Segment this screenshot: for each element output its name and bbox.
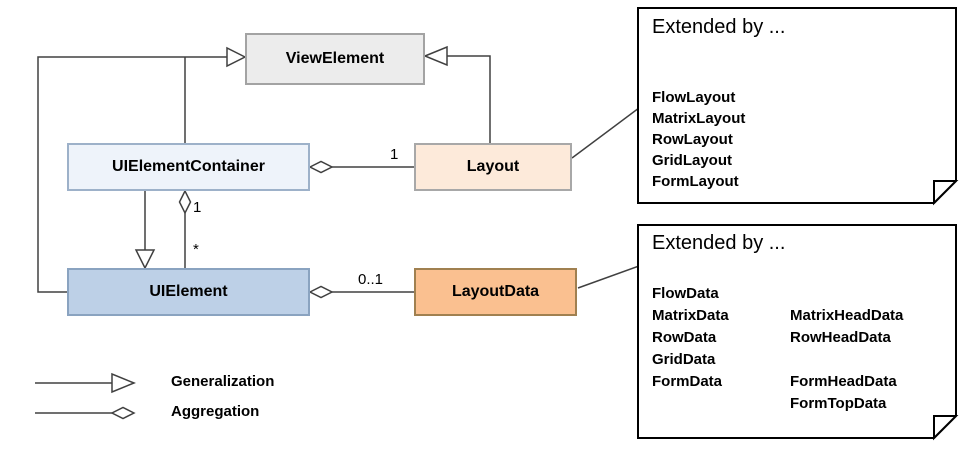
multiplicity-container-uielement-source: 1 xyxy=(193,199,202,216)
note-item: GridData xyxy=(652,351,716,368)
note-bottom-row: FlowData xyxy=(652,283,948,305)
generalization-line-uielement-viewelement xyxy=(37,56,227,293)
note-bottom: Extended by ... FlowData MatrixData Matr… xyxy=(652,232,948,415)
note-item xyxy=(652,393,790,415)
legend-aggregation-label: Aggregation xyxy=(171,403,260,420)
class-box-uielement: UIElement xyxy=(67,268,310,316)
class-label-viewelement: ViewElement xyxy=(285,50,385,67)
note-bottom-fold-icon xyxy=(933,415,959,441)
note-bottom-items: FlowData MatrixData MatrixHeadData RowDa… xyxy=(652,283,948,415)
note-top-heading: Extended by ... xyxy=(652,16,786,38)
note-connector-layoutdata xyxy=(577,265,640,289)
note-top-item: RowLayout xyxy=(652,131,733,148)
note-bottom-row: FormData FormHeadData xyxy=(652,371,948,393)
note-bottom-heading: Extended by ... xyxy=(652,232,786,254)
multiplicity-uielement-layoutdata: 0..1 xyxy=(358,271,384,288)
note-bottom-row: MatrixData MatrixHeadData xyxy=(652,305,948,327)
class-label-layoutdata: LayoutData xyxy=(451,283,540,300)
multiplicity-container-layout: 1 xyxy=(390,146,399,163)
note-top: Extended by ... FlowLayout MatrixLayout … xyxy=(652,16,944,192)
class-label-uielement: UIElement xyxy=(149,283,228,300)
class-label-layout: Layout xyxy=(466,158,520,175)
note-item: FormHeadData xyxy=(790,373,897,390)
generalization-arrowhead-uielement xyxy=(134,249,156,270)
note-bottom-row: GridData xyxy=(652,349,948,371)
aggregation-diamond-uielement-layoutdata xyxy=(308,285,334,299)
note-top-items: FlowLayout MatrixLayout RowLayout GridLa… xyxy=(652,87,944,192)
generalization-arrowhead-viewelement-left xyxy=(226,46,247,68)
legend-generalization-label: Generalization xyxy=(171,373,275,390)
note-connector-layout xyxy=(571,107,640,159)
aggregation-diamond-container-layout xyxy=(308,160,334,174)
note-top-fold-icon xyxy=(933,180,959,206)
class-box-layoutdata: LayoutData xyxy=(414,268,577,316)
class-box-viewelement: ViewElement xyxy=(245,33,425,85)
note-item: MatrixHeadData xyxy=(790,307,904,324)
generalization-line-layout-viewelement xyxy=(447,55,491,143)
note-item: FormData xyxy=(652,373,723,390)
note-top-item: FormLayout xyxy=(652,173,739,190)
note-top-item: MatrixLayout xyxy=(652,110,746,127)
note-item: MatrixData xyxy=(652,307,729,324)
class-box-layout: Layout xyxy=(414,143,572,191)
multiplicity-container-uielement-target: * xyxy=(193,241,199,258)
class-label-uielementcontainer: UIElementContainer xyxy=(112,158,265,175)
aggregation-diamond-container-uielement xyxy=(178,189,192,215)
note-item: RowHeadData xyxy=(790,329,891,346)
note-item: FlowData xyxy=(652,285,719,302)
note-top-item: GridLayout xyxy=(652,152,733,169)
class-box-uielementcontainer: UIElementContainer xyxy=(67,143,310,191)
legend-aggregation-diamond-icon xyxy=(110,406,136,420)
legend-generalization-arrowhead-icon xyxy=(111,372,136,394)
generalization-arrowhead-viewelement-right xyxy=(423,45,448,67)
note-bottom-row: FormTopData xyxy=(652,393,948,415)
note-item: FormTopData xyxy=(790,395,887,412)
note-bottom-row: RowData RowHeadData xyxy=(652,327,948,349)
note-item: RowData xyxy=(652,329,717,346)
note-top-item: FlowLayout xyxy=(652,89,736,106)
